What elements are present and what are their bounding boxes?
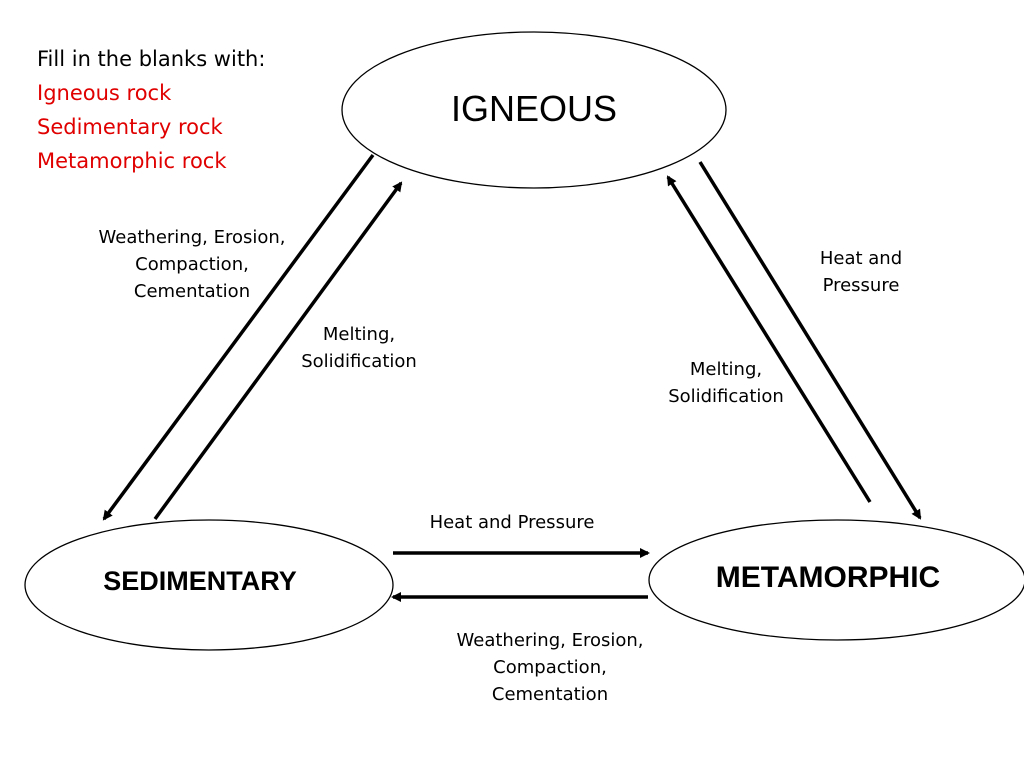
- metamorphic-label: METAMORPHIC: [715, 561, 941, 594]
- option-metamorphic-rock: Metamorphic rock: [37, 149, 227, 173]
- arrow-metamorphic-to-igneous: [666, 175, 872, 503]
- arrow-igneous-to-metamorphic: [698, 161, 922, 520]
- process-igneous-to-sedimentary: Weathering, Erosion, Compaction, Cementa…: [62, 224, 322, 305]
- process-line: Compaction,: [493, 657, 607, 678]
- process-line: Compaction,: [135, 254, 249, 275]
- process-line: Cementation: [133, 281, 251, 302]
- process-line: Cementation: [491, 684, 609, 705]
- instructions-heading: Fill in the blanks with:: [37, 47, 266, 71]
- option-sedimentary-rock: Sedimentary rock: [37, 115, 223, 139]
- process-igneous-to-metamorphic: Heat and Pressure: [786, 245, 936, 299]
- process-line: Solidification: [301, 351, 417, 372]
- metamorphic-node: [648, 519, 1024, 641]
- process-line: Pressure: [822, 275, 900, 296]
- process-line: Heat and: [819, 248, 903, 269]
- process-line: Melting,: [689, 359, 763, 380]
- process-line: Heat and Pressure: [429, 512, 595, 533]
- arrow-sedimentary-to-igneous: [153, 181, 403, 521]
- process-line: Melting,: [322, 324, 396, 345]
- sedimentary-label: SEDIMENTARY: [103, 566, 297, 596]
- process-line: Weathering, Erosion,: [98, 227, 286, 248]
- option-igneous-rock: Igneous rock: [37, 81, 172, 105]
- process-sedimentary-to-igneous: Melting, Solidification: [279, 321, 439, 375]
- instructions: Fill in the blanks with: Igneous rock Se…: [37, 42, 265, 178]
- process-metamorphic-to-sedimentary: Weathering, Erosion, Compaction, Cementa…: [420, 627, 680, 708]
- process-metamorphic-to-igneous: Melting, Solidification: [646, 356, 806, 410]
- igneous-label: IGNEOUS: [450, 88, 618, 129]
- arrow-igneous-to-sedimentary: [102, 153, 375, 521]
- process-sedimentary-to-metamorphic: Heat and Pressure: [392, 509, 632, 536]
- process-line: Solidification: [668, 386, 784, 407]
- process-line: Weathering, Erosion,: [456, 630, 644, 651]
- igneous-node: [341, 31, 727, 189]
- sedimentary-node: [24, 519, 394, 651]
